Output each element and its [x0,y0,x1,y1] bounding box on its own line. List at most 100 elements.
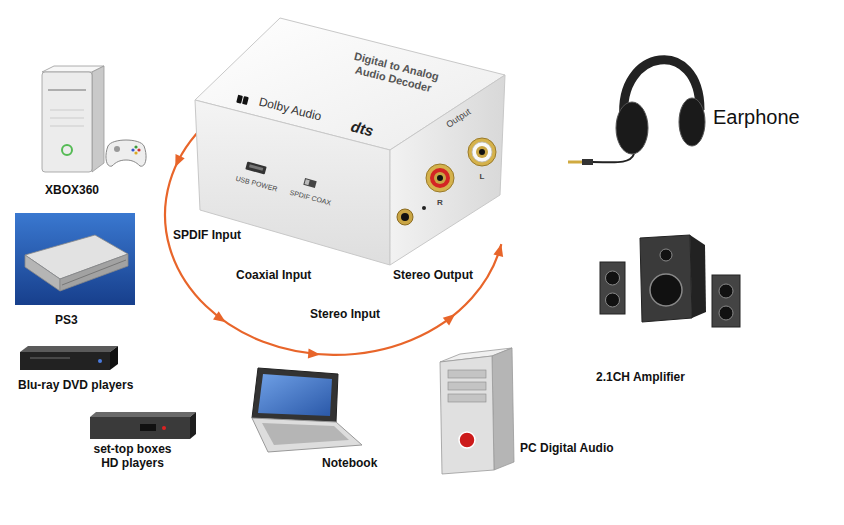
headphones [582,159,593,165]
set-top-box [90,412,196,417]
xbox-console [42,66,104,172]
notebook [252,418,362,452]
device-label: Blu-ray DVD players [18,378,133,392]
port-label: USB POWER [234,175,277,194]
rca-jack-white [476,146,488,158]
rca-jack-red [430,168,450,188]
speaker-set [606,271,620,285]
notebook [258,374,332,416]
pc-tower [448,382,486,390]
xbox-console [48,89,86,91]
set-top-box [90,417,190,439]
headphones [679,98,705,146]
arrow-head [493,243,506,257]
headphones [616,102,648,154]
set-top-box [90,412,196,439]
headphones [568,60,705,165]
bluray-player [20,346,118,370]
set-top-box [190,412,196,439]
mode-switch [303,178,316,188]
ps3-console [60,254,128,291]
usb-port [245,162,266,175]
mode-switch [303,178,316,188]
brand-logo-text: dts [349,117,375,139]
decoder-box: Digital to Analog Audio DecoderDolby Aud… [190,12,510,272]
game-controller [137,148,140,151]
bluray-player [20,346,118,352]
xbox-console [50,110,84,111]
product-title: Digital to Analog Audio Decoder [338,46,453,98]
speaker-set [690,235,706,318]
pc-tower [448,370,486,378]
headphones [568,161,582,164]
pc-tower [492,348,514,470]
xbox-console [50,118,84,119]
speaker-set [719,284,733,298]
rca-jack-red [434,172,446,184]
bluray-player [20,352,110,370]
usb-port [249,164,263,171]
headphone-jack [397,206,426,225]
speaker-set [640,235,692,322]
arrow-head [443,310,459,325]
bluray-player [30,357,70,359]
ps3-console [15,213,135,305]
device-label: set-top boxes HD players [85,442,180,471]
dolby-logo [236,95,243,104]
arc-label: Stereo Output [393,268,473,282]
pc-tower [440,348,514,474]
device-label: PC Digital Audio [520,441,614,455]
port-label: SPDIF COAX [289,189,332,208]
game-controller [106,140,146,166]
port-label: L [480,172,485,181]
arc-label: SPDIF Input [173,228,241,242]
rca-jack-white [468,138,496,166]
speaker-set [600,235,740,327]
dolby-logo [242,96,249,105]
ps3-console [62,260,126,285]
game-controller [134,145,137,148]
decoder-box [195,18,505,265]
device-label: Notebook [322,456,377,470]
set-top-box [162,426,166,430]
pc-tower [459,432,475,448]
mode-switch [305,179,310,185]
port-label: R [437,198,443,207]
bluray-player [110,346,118,370]
rca-jack-white [468,138,496,166]
speaker-set [606,293,620,307]
rca-jack-red [426,164,454,192]
game-controller [134,151,137,154]
ps3-console [15,213,135,305]
rca-jack-white [479,149,485,155]
speaker-set [719,306,733,320]
game-controller [106,140,146,166]
notebook [262,423,349,445]
rca-jack-red [437,175,443,181]
arrow-head [171,154,185,169]
port-label: Output [444,106,472,129]
device-label: XBOX360 [45,183,99,197]
arc-label: Coaxial Input [236,268,311,282]
usb-port [245,162,266,175]
headphones [592,154,634,162]
brand-logo-text: Dolby Audio [257,95,322,124]
notebook [252,368,338,422]
headphone-jack [422,206,426,210]
speaker-set [600,262,625,314]
game-controller [131,148,134,151]
headphone-jack [401,213,409,221]
device-label: PS3 [55,313,78,327]
xbox-console [92,66,104,172]
game-controller [114,146,120,152]
speaker-set [712,275,740,327]
xbox-console [42,72,92,172]
decoder-box [390,75,505,265]
rca-jack-white [472,142,492,162]
pc-tower [448,394,486,402]
dolby-logo [236,95,249,105]
speaker-set [650,274,682,306]
pc-tower [440,356,494,474]
device-label: Earphone [713,105,800,129]
